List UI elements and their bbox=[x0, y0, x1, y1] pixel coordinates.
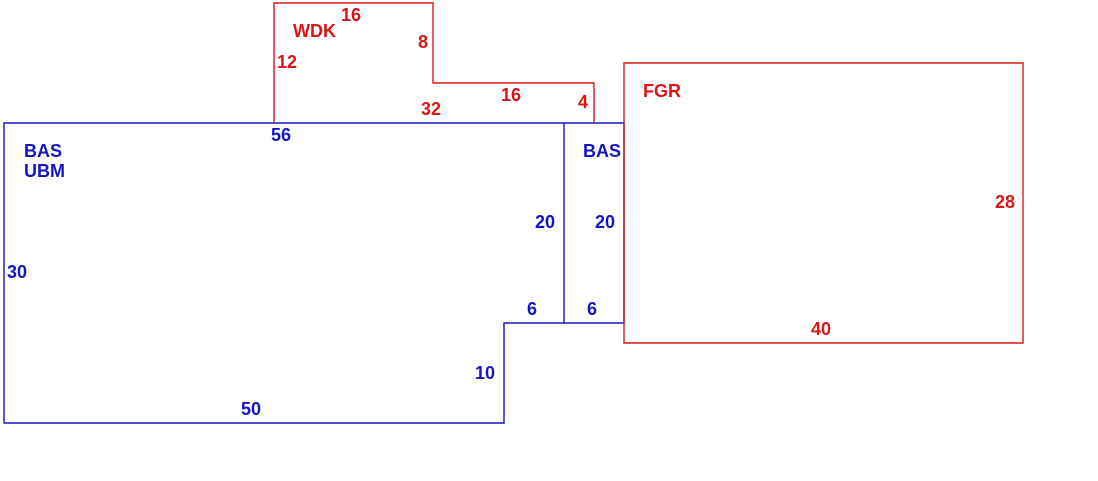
deck-left-dimension: 12 bbox=[277, 52, 297, 72]
garage-right-dimension: 28 bbox=[995, 192, 1015, 212]
main-step-vertical-dimension: 10 bbox=[475, 363, 495, 383]
deck-top-dimension: 16 bbox=[341, 5, 361, 25]
deck-right-upper-dimension: 8 bbox=[418, 32, 428, 52]
main-step-horizontal-dimension: 6 bbox=[527, 299, 537, 319]
garage-code: FGR bbox=[643, 81, 681, 101]
main-inner-right-dimension: 20 bbox=[535, 212, 555, 232]
deck-code: WDK bbox=[293, 21, 336, 41]
garage-outline bbox=[623, 62, 1024, 344]
small-bas-bottom-dimension: 6 bbox=[587, 299, 597, 319]
main-area-code-ubm: UBM bbox=[24, 161, 65, 181]
small-bas-code: BAS bbox=[583, 141, 621, 161]
deck-outline bbox=[273, 2, 595, 123]
small-bas-left-dimension: 20 bbox=[595, 212, 615, 232]
main-top-dimension: 56 bbox=[271, 125, 291, 145]
main-bottom-dimension: 50 bbox=[241, 399, 261, 419]
garage-bottom-dimension: 40 bbox=[811, 319, 831, 339]
deck-step-horizontal-dimension: 16 bbox=[501, 85, 521, 105]
main-area-code-bas: BAS bbox=[24, 141, 62, 161]
main-left-dimension: 30 bbox=[7, 262, 27, 282]
deck-bottom-dimension: 32 bbox=[421, 99, 441, 119]
deck-right-lower-dimension: 4 bbox=[578, 92, 588, 112]
